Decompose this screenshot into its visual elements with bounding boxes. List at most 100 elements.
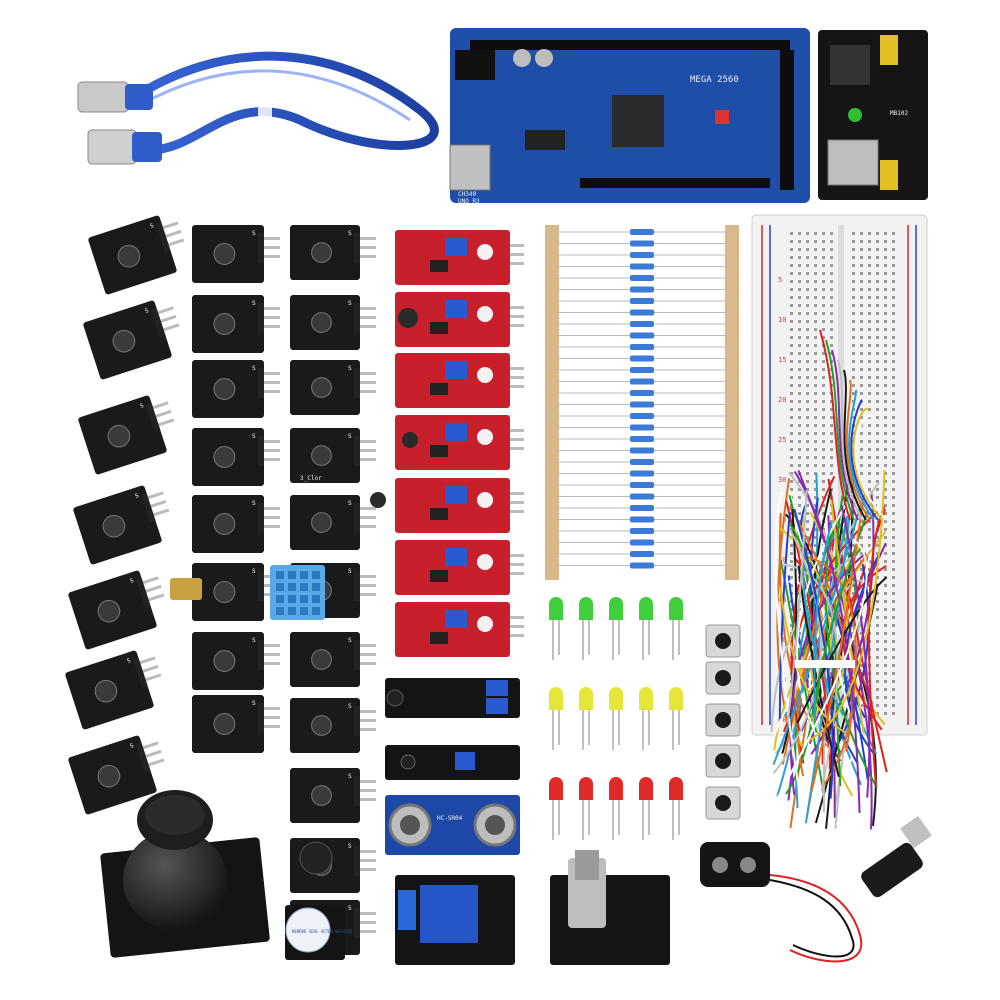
jumper-wire <box>786 489 808 722</box>
pin-label: S <box>129 577 135 585</box>
resistor <box>630 551 654 557</box>
resistor <box>630 367 654 373</box>
sensor-module: S <box>290 495 376 550</box>
dht11-sensor <box>270 565 325 620</box>
jumper-wire <box>840 505 871 798</box>
jumper-wire <box>772 528 822 774</box>
led <box>579 597 593 660</box>
resistor <box>630 539 654 546</box>
pin-label: S <box>252 500 256 507</box>
board-chip-sub: UNO R3 <box>458 198 480 205</box>
pin-label: S <box>252 365 256 372</box>
push-button <box>705 661 741 695</box>
push-button <box>705 744 741 778</box>
svg-text:60: 60 <box>778 716 786 724</box>
jumper-wire <box>770 554 856 732</box>
led <box>609 597 623 660</box>
sensor-module: S <box>192 495 280 553</box>
usb-a-plug <box>77 81 129 113</box>
sensor-module: S <box>88 215 185 295</box>
resistor <box>630 482 654 488</box>
pin-label: S <box>139 402 145 410</box>
resistor <box>630 344 654 350</box>
board-silkscreen: MEGA 2560 <box>690 75 739 85</box>
sensor-module: S <box>290 428 376 483</box>
red-sensor-module <box>395 353 524 408</box>
jumper-wire-bundle <box>770 329 888 830</box>
led <box>669 597 683 660</box>
resistor <box>630 298 654 304</box>
resistor <box>630 436 654 442</box>
pin-label: S <box>348 300 352 307</box>
relay-module <box>395 875 515 965</box>
jumper-wire <box>867 506 886 787</box>
ultrasonic-sensor: HC-SR04 <box>385 795 520 855</box>
pin-label: S <box>348 500 352 507</box>
jumper-wire <box>830 500 865 734</box>
pin-label: S <box>144 307 150 315</box>
power-module-label: MB102 <box>890 110 908 117</box>
resistor <box>630 528 654 534</box>
line-tracking-module <box>385 745 520 780</box>
usb-b-plug <box>87 129 137 165</box>
pin-label: S <box>348 637 352 644</box>
red-sensor-module <box>395 540 524 595</box>
sensor-module: S <box>192 695 280 753</box>
sensor-module: S <box>192 563 280 621</box>
resistor <box>630 263 654 270</box>
resistor <box>630 562 654 569</box>
resistor <box>630 275 654 281</box>
resistor <box>630 459 654 465</box>
pin-label: S <box>348 365 352 372</box>
joystick-module <box>100 790 270 958</box>
resistor <box>630 505 654 511</box>
led <box>549 687 563 750</box>
board-chip-label: CH340 <box>458 191 476 198</box>
led <box>639 597 653 660</box>
resistor <box>630 252 654 258</box>
resistor <box>630 321 654 327</box>
mcu-chip <box>612 95 664 147</box>
jumper-wire <box>776 478 794 740</box>
jumper-wire <box>779 560 826 797</box>
sensor-module: S <box>65 650 162 730</box>
pin-label: S <box>348 568 352 575</box>
sensor-module: S <box>290 698 376 753</box>
resistor <box>630 229 654 235</box>
led <box>669 687 683 750</box>
led <box>639 687 653 750</box>
svg-text:15: 15 <box>778 356 786 364</box>
rgb-module-label: 3_Clor <box>300 475 322 482</box>
red-sensor-module <box>395 292 524 347</box>
resistor <box>630 286 654 293</box>
jumper-wire <box>822 579 864 813</box>
pin-label: S <box>134 492 140 500</box>
sensor-module: S <box>192 225 280 283</box>
sensor-module: S <box>83 300 180 380</box>
resistor <box>630 493 654 500</box>
resistor <box>630 447 654 454</box>
push-button <box>705 703 741 737</box>
red-sensor-module <box>395 602 524 657</box>
red-sensor-module <box>395 230 524 285</box>
jumper-wire <box>779 587 846 734</box>
push-button <box>705 786 741 820</box>
svg-text:10: 10 <box>778 316 786 324</box>
jumper-wire <box>827 478 888 773</box>
led-grid <box>549 597 683 840</box>
ir-obstacle-module <box>385 678 520 718</box>
led <box>639 777 653 840</box>
red-sensor-module <box>395 415 524 470</box>
red-sensor-module <box>395 478 524 533</box>
pin-label: S <box>348 843 352 850</box>
sensor-module: S <box>192 632 280 690</box>
pin-label: S <box>348 773 352 780</box>
sensor-module: S <box>290 632 376 687</box>
red-sensor-modules <box>370 230 524 657</box>
resistor <box>630 355 654 362</box>
led <box>549 597 563 660</box>
resistor <box>630 309 654 316</box>
pin-label: S <box>252 700 256 707</box>
